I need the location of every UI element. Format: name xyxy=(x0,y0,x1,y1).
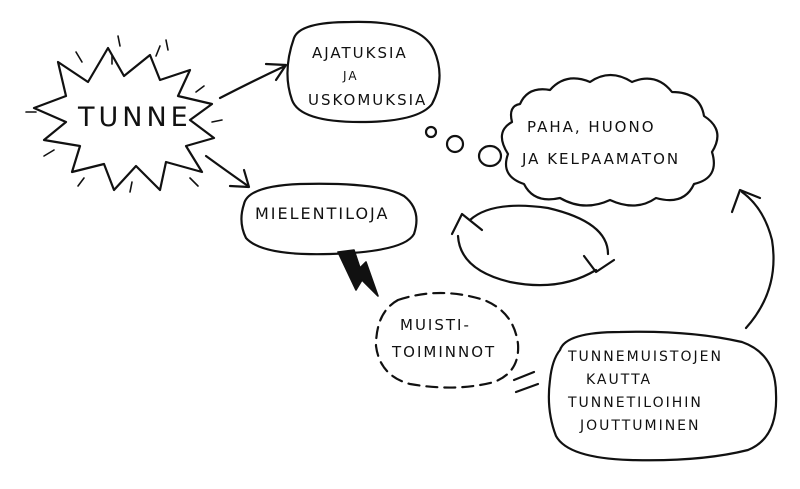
ajatuksia-label-line1: AJATUKSIA xyxy=(312,44,408,62)
tunnemuistojen-label-line2: KAUTTA xyxy=(586,372,653,388)
tunnemuistojen-bubble xyxy=(549,332,776,461)
mielentiloja-bubble xyxy=(241,184,416,254)
muistitoiminnot-label-line2: TOIMINNOT xyxy=(392,343,497,361)
ajatuksia-label-line2: JA xyxy=(343,69,359,83)
tunnemuistojen-label-line3: TUNNETILOIHIN xyxy=(568,395,703,411)
paha-label-line2: JA KELPAAMATON xyxy=(522,150,681,168)
cycle-oval xyxy=(452,206,614,285)
tunnemuistojen-label-line4: JOUTTUMINEN xyxy=(580,418,701,434)
equals-sign xyxy=(514,372,538,392)
arrow-tunne-to-mielentiloja xyxy=(206,156,249,187)
thought-dot-small xyxy=(426,127,436,137)
muistitoiminnot-label-line1: MUISTI- xyxy=(400,316,471,334)
thought-dot-large xyxy=(479,146,501,166)
thought-dot-medium xyxy=(447,136,463,152)
tunne-label: TUNNE xyxy=(78,102,192,133)
mielentiloja-label: MIELENTILOJA xyxy=(255,204,390,223)
ajatuksia-bubble xyxy=(287,22,439,122)
burst-sparks xyxy=(26,36,222,192)
arrow-tunne-to-ajatuksia xyxy=(220,64,286,98)
tunne-starburst xyxy=(34,48,214,190)
arrow-tunnemuistojen-to-paha xyxy=(732,190,774,328)
ajatuksia-label-line3: USKOMUKSIA xyxy=(308,91,428,109)
paha-cloud xyxy=(502,75,718,206)
tunnemuistojen-label-line1: TUNNEMUISTOJEN xyxy=(568,349,723,365)
lightning-bolt xyxy=(338,250,378,296)
paha-label-line1: PAHA, HUONO xyxy=(527,118,656,136)
muistitoiminnot-bubble xyxy=(376,293,518,388)
